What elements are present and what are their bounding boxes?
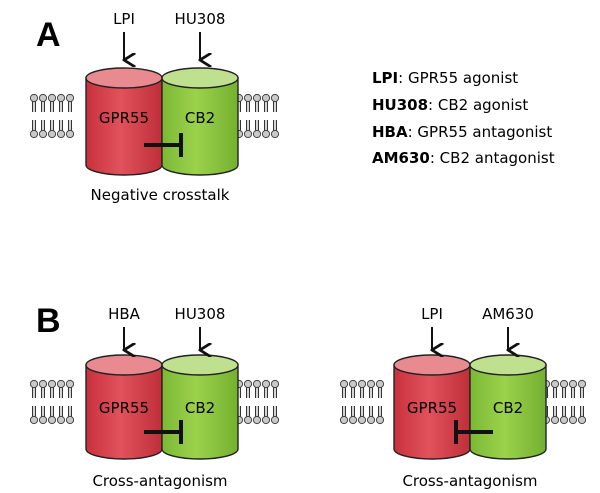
receptor-cb2: [161, 354, 239, 460]
membrane-left: [340, 380, 383, 423]
panel-b-right-diagram: GPR55 CB2 LPI AM630 Cross-antagonism: [340, 305, 585, 490]
legend-item: LPI: GPR55 agonist: [372, 69, 518, 87]
panel-a-caption: Negative crosstalk: [91, 186, 230, 204]
membrane-left: [30, 94, 73, 137]
receptor-cb2-label: CB2: [185, 399, 215, 417]
ligand-am630-label: AM630: [482, 305, 534, 323]
panel-a-letter: A: [36, 16, 61, 54]
ligand-hu308-label: HU308: [175, 305, 226, 323]
membrane-right: [235, 94, 278, 137]
legend-item: AM630: CB2 antagonist: [372, 149, 555, 167]
inhibition-symbol: [454, 420, 493, 444]
panel-b-letter: B: [36, 302, 61, 340]
receptor-cb2-label: CB2: [493, 399, 523, 417]
receptor-gpr55-label: GPR55: [99, 109, 149, 127]
panel-a-diagram: GPR55 CB2 LPI HU308 Negative crosstalk: [30, 10, 278, 204]
panel-b-left-caption: Cross-antagonism: [92, 472, 227, 490]
receptor-gpr55: [393, 354, 471, 460]
membrane-right: [542, 380, 585, 423]
membrane-left: [30, 380, 73, 423]
receptor-gpr55: [85, 67, 163, 176]
receptor-gpr55-label: GPR55: [99, 399, 149, 417]
ligand-lpi-label: LPI: [113, 10, 135, 28]
receptor-gpr55: [85, 354, 163, 460]
inhibition-symbol: [144, 420, 183, 444]
panel-b-left-diagram: GPR55 CB2 HBA HU308 Cross-antagonism: [30, 305, 278, 490]
inhibition-symbol: [144, 133, 183, 157]
ligand-lpi-label: LPI: [421, 305, 443, 323]
ligand-hba-label: HBA: [108, 305, 141, 323]
receptor-gpr55-label: GPR55: [407, 399, 457, 417]
ligand-hu308-label: HU308: [175, 10, 226, 28]
receptor-cb2-label: CB2: [185, 109, 215, 127]
legend-item: HU308: CB2 agonist: [372, 96, 528, 114]
membrane-right: [235, 380, 278, 423]
legend-item: HBA: GPR55 antagonist: [372, 123, 552, 141]
receptor-cb2: [469, 354, 547, 460]
legend: LPI: GPR55 agonist HU308: CB2 agonist HB…: [372, 69, 555, 167]
panel-b-right-caption: Cross-antagonism: [402, 472, 537, 490]
